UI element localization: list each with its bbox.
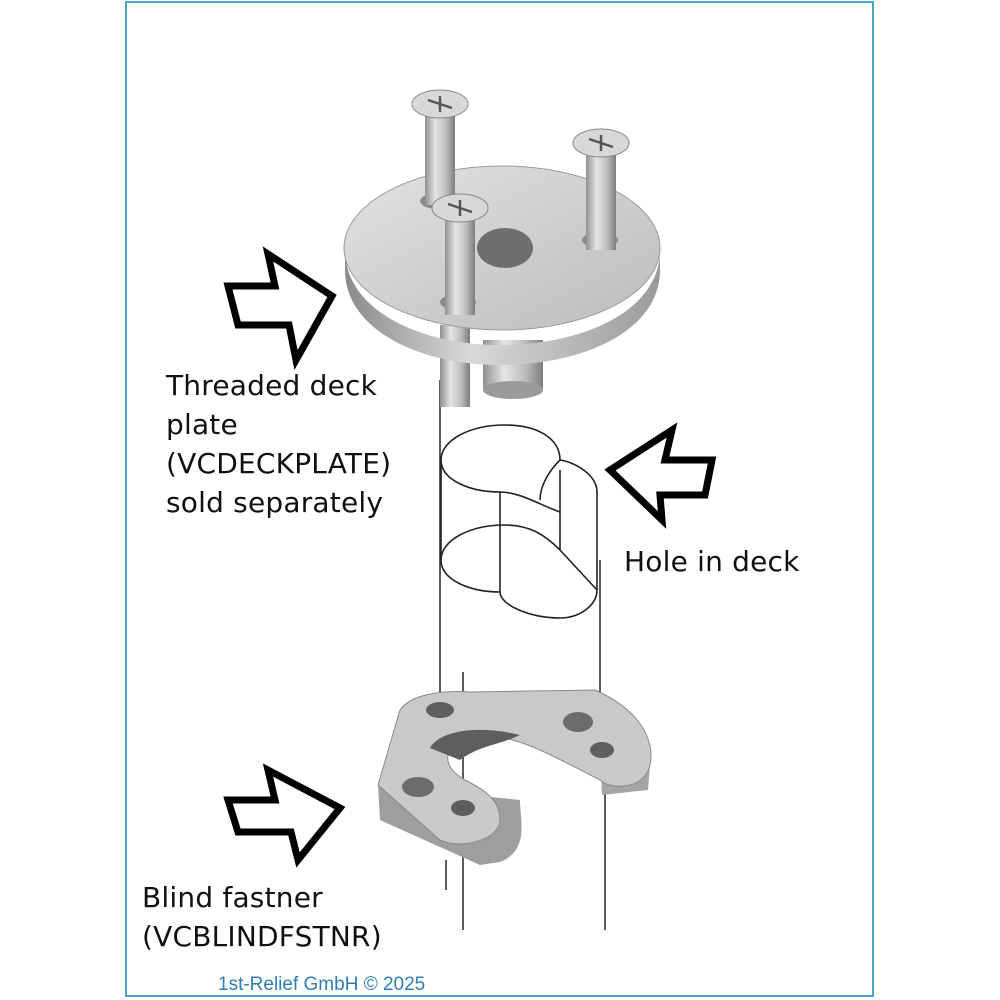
blind-fastener-label: Blind fastner (VCBLINDFSTNR) <box>142 878 382 956</box>
screw-3 <box>431 193 489 315</box>
screw-1 <box>411 89 469 205</box>
screw-2 <box>572 128 630 250</box>
blind-fastener-label-line-2: (VCBLINDFSTNR) <box>142 920 382 953</box>
threaded-deck-plate <box>343 165 661 365</box>
blind-fastener <box>377 689 652 865</box>
hole-label: Hole in deck <box>624 545 800 578</box>
deck-plate-label-line-2: plate <box>166 408 238 441</box>
deck-plate-stem <box>440 325 543 407</box>
deck-plate-label-line-1: Threaded deck <box>166 369 378 402</box>
deck-plate-label-line-4: sold separately <box>166 486 384 519</box>
deck-hole-wireframe <box>440 424 598 619</box>
copyright-text: 1st-Relief GmbH © 2025 <box>218 974 426 995</box>
blind-fastener-label-line-1: Blind fastner <box>142 881 323 914</box>
arrow-right-icon <box>223 763 346 868</box>
deck-plate-label: Threaded deck plate (VCDECKPLATE) sold s… <box>166 366 391 522</box>
arrow-left-icon <box>604 422 717 529</box>
arrow-right-icon <box>223 246 337 370</box>
deck-plate-label-line-3: (VCDECKPLATE) <box>166 447 392 480</box>
